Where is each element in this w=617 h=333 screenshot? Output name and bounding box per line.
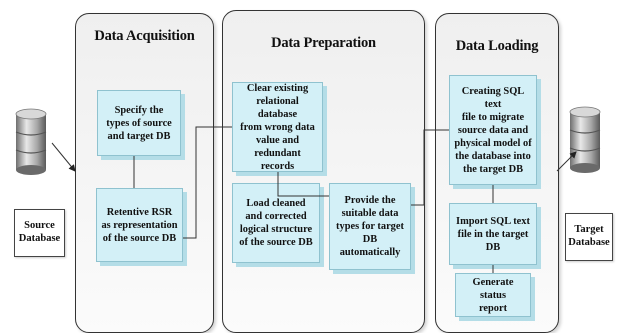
phase-title-acquisition: Data Acquisition: [94, 28, 195, 44]
step-create-sql-file: Creating SQL text file to migrate source…: [449, 75, 537, 185]
phase-title-loading: Data Loading: [455, 38, 539, 54]
target-database-icon: [569, 106, 601, 173]
step-retentive-rsr: Retentive RSR as representation of the s…: [96, 188, 183, 262]
step-generate-status-report: Generate status report: [455, 273, 531, 317]
arrow-source-to-acquisition: [51, 142, 76, 172]
source-database-icon: [15, 108, 47, 175]
source-database-label: Source Database: [14, 209, 65, 257]
step-specify-db-types: Specify the types of source and target D…: [97, 90, 181, 156]
step-provide-data-types: Provide the suitable data types for targ…: [329, 183, 411, 270]
target-database-label: Target Database: [565, 213, 613, 261]
step-clear-database: Clear existing relational database from …: [232, 82, 323, 172]
step-import-sql-file: Import SQL text file in the target DB: [449, 203, 537, 265]
phase-data-acquisition: Data Acquisition: [75, 13, 214, 333]
phase-title-preparation: Data Preparation: [271, 35, 376, 51]
step-load-cleaned-structure: Load cleaned and corrected logical struc…: [232, 183, 320, 263]
